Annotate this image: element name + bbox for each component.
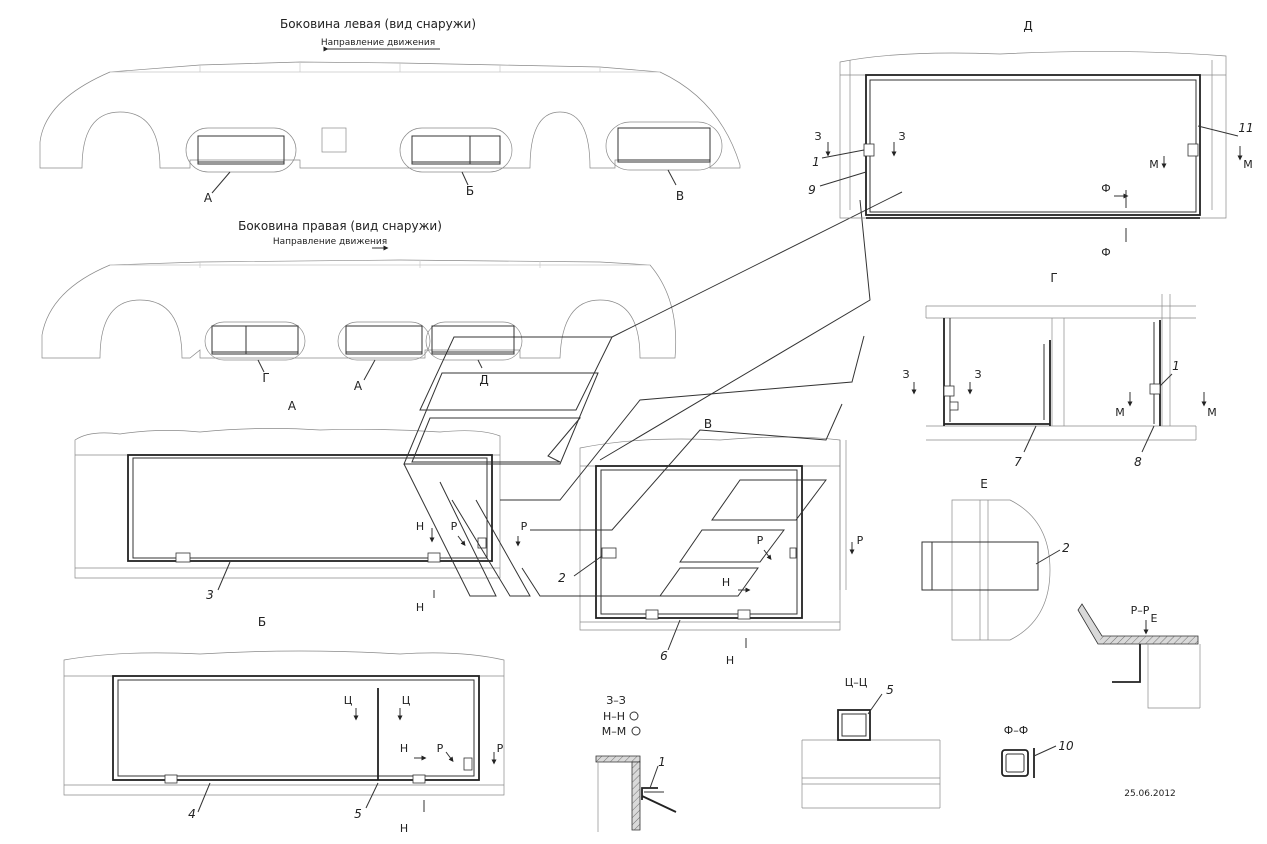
view-d-title: Д bbox=[1023, 19, 1032, 33]
section-f-f-profile bbox=[1001, 749, 1029, 777]
view-d-f-bottom: Ф bbox=[1101, 246, 1110, 259]
projection-leaders bbox=[403, 191, 903, 597]
right-window-g bbox=[204, 321, 306, 361]
view-a-title: А bbox=[288, 399, 297, 413]
view-g-m-left: М bbox=[1115, 406, 1125, 419]
view-a-bracket-2 bbox=[427, 552, 441, 563]
left-label-b: Б bbox=[466, 184, 474, 198]
view-e-title: Е bbox=[980, 477, 988, 491]
view-d-f-top: Ф bbox=[1101, 182, 1110, 195]
section-f-f-part-10: 10 bbox=[1058, 739, 1074, 753]
view-g-part-1: 1 bbox=[1172, 359, 1180, 373]
view-v-r-left: Р bbox=[757, 534, 764, 547]
view-b-window-frame bbox=[112, 675, 480, 781]
section-c-c: Ц–Ц 5 bbox=[801, 676, 941, 809]
view-d-part-1: 1 bbox=[812, 155, 820, 169]
view-b-r-left: Р bbox=[437, 742, 444, 755]
section-f-f: Ф–Ф 10 bbox=[1001, 724, 1074, 778]
view-a-r-right: Р bbox=[521, 520, 528, 533]
view-v-part-6: 6 bbox=[660, 649, 668, 663]
section-z-z: З–З Н–Н М–М 1 bbox=[595, 694, 677, 832]
left-direction-label: Направление движения bbox=[321, 38, 435, 48]
view-v-part-2: 2 bbox=[558, 571, 566, 585]
view-a-n-top: Н bbox=[416, 520, 424, 533]
section-n-n-title: Н–Н bbox=[603, 710, 625, 723]
left-hatch-box bbox=[321, 127, 347, 153]
view-b: Б 4 5 Ц Ц Н Н Р Р bbox=[63, 615, 505, 835]
view-a-r-left: Р bbox=[451, 520, 458, 533]
view-v: В 6 2 Р Р Н Н bbox=[558, 417, 864, 667]
section-z-z-part-1: 1 bbox=[658, 755, 666, 769]
right-side-title: Боковина правая (вид снаружи) bbox=[238, 219, 442, 233]
view-a-part-3: 3 bbox=[206, 588, 214, 602]
left-side-title: Боковина левая (вид снаружи) bbox=[280, 17, 476, 31]
section-z-z-title: З–З bbox=[606, 694, 626, 707]
view-d-window-frame bbox=[865, 74, 1201, 216]
section-c-c-profile bbox=[837, 709, 871, 741]
right-label-a: А bbox=[354, 379, 363, 393]
left-window-v bbox=[605, 121, 723, 171]
right-window-a bbox=[337, 321, 431, 361]
view-b-title: Б bbox=[258, 615, 266, 629]
right-direction-label: Направление движения bbox=[273, 237, 387, 247]
view-d-part-9: 9 bbox=[808, 183, 816, 197]
view-d-m-right: М bbox=[1243, 158, 1253, 171]
right-label-g: Г bbox=[262, 371, 269, 385]
view-e-part-2: 2 bbox=[1062, 541, 1070, 555]
view-a: А 3 Н Н Р Р bbox=[74, 399, 528, 614]
view-d: Д З З 1 9 11 М М Ф Ф bbox=[808, 19, 1253, 259]
view-g-z-left: З bbox=[902, 368, 909, 381]
left-panel-outline bbox=[39, 61, 741, 169]
view-v-n-bottom: Н bbox=[726, 654, 734, 667]
section-f-f-title: Ф–Ф bbox=[1004, 724, 1028, 737]
section-r-r-e: Е bbox=[1151, 612, 1158, 625]
view-d-z-left: З bbox=[814, 130, 821, 143]
view-a-window-frame bbox=[127, 454, 493, 562]
right-panel-outline bbox=[41, 259, 677, 359]
view-d-m-left: М bbox=[1149, 158, 1159, 171]
left-side-panel: Боковина левая (вид снаружи) Направление… bbox=[39, 17, 741, 205]
view-a-n-bottom: Н bbox=[416, 601, 424, 614]
view-v-r-right: Р bbox=[857, 534, 864, 547]
view-b-n-top: Н bbox=[400, 742, 408, 755]
view-v-window-frame bbox=[595, 465, 803, 619]
view-b-part-5: 5 bbox=[354, 807, 362, 821]
section-r-r-title: Р–Р bbox=[1131, 604, 1150, 617]
view-b-r-right: Р bbox=[497, 742, 504, 755]
right-label-d: Д bbox=[479, 373, 488, 387]
section-r-r: Р–Р Е bbox=[1077, 603, 1201, 709]
view-b-part-4: 4 bbox=[188, 807, 196, 821]
view-d-z-right: З bbox=[898, 130, 905, 143]
view-g-z-right: З bbox=[974, 368, 981, 381]
view-b-n-bottom: Н bbox=[400, 822, 408, 835]
right-window-d bbox=[425, 321, 523, 361]
view-a-bracket-1 bbox=[175, 552, 191, 563]
view-d-part-11: 11 bbox=[1238, 121, 1253, 135]
section-c-c-title: Ц–Ц bbox=[845, 676, 868, 689]
view-g-title: Г bbox=[1050, 271, 1057, 285]
view-e-bracket bbox=[921, 541, 1039, 591]
left-label-a: А bbox=[204, 191, 213, 205]
left-label-v: В bbox=[676, 189, 684, 203]
left-window-b bbox=[399, 127, 513, 173]
section-m-m-title: М–М bbox=[602, 725, 626, 738]
view-g-part-8: 8 bbox=[1134, 455, 1142, 469]
view-g-part-7: 7 bbox=[1014, 455, 1022, 469]
view-b-c-left: Ц bbox=[344, 694, 353, 707]
view-b-c-right: Ц bbox=[402, 694, 411, 707]
view-v-n-top: Н bbox=[722, 576, 730, 589]
drawing-date: 25.06.2012 bbox=[1124, 789, 1176, 799]
view-g-m-right: М bbox=[1207, 406, 1217, 419]
left-window-a bbox=[185, 127, 297, 173]
right-side-panel: Боковина правая (вид снаружи) Направлени… bbox=[41, 219, 677, 393]
view-e: Е 2 bbox=[921, 477, 1070, 641]
view-g: Г З З 1 М М 7 8 bbox=[902, 271, 1216, 469]
view-v-title: В bbox=[704, 417, 712, 431]
section-c-c-part-5: 5 bbox=[886, 683, 894, 697]
